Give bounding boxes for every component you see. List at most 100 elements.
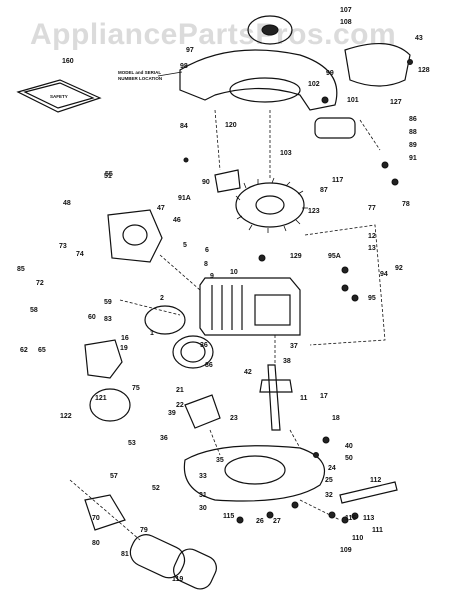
part-number-label: 25 [325, 477, 333, 484]
crankshaft [259, 364, 293, 431]
part-number-label: 53 [128, 440, 136, 447]
part-number-label: 95A [328, 253, 341, 260]
part-number-label: 97 [186, 47, 194, 54]
watermark-text: AppliancePartsPros.com [30, 18, 397, 51]
part-number-label: 109 [340, 547, 352, 554]
part-number-label: 78 [402, 201, 410, 208]
part-number-label: 111 [372, 527, 383, 534]
part-number-label: 129 [290, 253, 302, 260]
part-number-label: 9 [210, 273, 214, 280]
muffler-clamp [84, 494, 126, 531]
part-number-label: 108 [340, 19, 352, 26]
part-number-label: 112 [370, 477, 381, 484]
part-number-label: 22 [176, 402, 184, 409]
part-number-label: 2 [160, 295, 164, 302]
bracket-group [304, 224, 386, 346]
part-number-label: 90 [202, 179, 210, 186]
part-number-label: 74 [76, 251, 84, 258]
air-cleaner [89, 388, 131, 422]
part-number-label: 77 [368, 205, 376, 212]
part-number-label: 42 [244, 369, 252, 376]
fuel-tank [344, 42, 411, 87]
muffler-cylinder [129, 534, 217, 590]
part-number-label: 52 [152, 485, 160, 492]
part-number-label: 128 [418, 67, 430, 74]
part-number-label: 88 [409, 129, 417, 136]
part-number-label: 26 [256, 518, 264, 525]
part-number-label: 91 [409, 155, 417, 162]
part-number-label: 65 [38, 347, 46, 354]
part-number-label: 19 [120, 345, 128, 352]
part-number-label: 6 [205, 247, 209, 254]
muffler [314, 117, 356, 139]
part-number-label: 46 [173, 217, 181, 224]
blower-housing-opening [229, 77, 301, 103]
part-number-label: 87 [320, 187, 328, 194]
part-number-label: 121 [95, 395, 107, 402]
engine-block [199, 277, 301, 336]
part-number-label: 8 [204, 261, 208, 268]
part-number-label: 110 [352, 535, 363, 542]
part-number-label: 83 [104, 316, 112, 323]
flywheel [235, 177, 308, 233]
camshaft [184, 394, 221, 429]
part-number-label: 31 [199, 492, 207, 499]
part-number-label: 73 [59, 243, 67, 250]
note-line-1: MODEL and SERIAL [118, 70, 161, 75]
part-number-label: 10 [230, 269, 238, 276]
carburetor [107, 209, 163, 263]
part-number-label: 86 [205, 362, 213, 369]
part-number-label: 123 [308, 208, 320, 215]
part-number-label: 122 [60, 413, 72, 420]
part-number-label: 33 [199, 473, 207, 480]
part-number-label: 99 [326, 70, 334, 77]
part-number-label: 72 [36, 280, 44, 287]
part-number-label: 79 [140, 527, 148, 534]
part-number-label: 35 [216, 457, 224, 464]
piston [144, 305, 214, 369]
pto-shaft [339, 481, 398, 504]
part-number-label: 36 [200, 342, 208, 349]
part-number-label: 94 [380, 271, 388, 278]
part-number-label: 39 [168, 410, 176, 417]
part-number-label: 55 [105, 171, 113, 178]
part-number-label: 5 [183, 242, 187, 249]
part-number-label: 48 [63, 200, 71, 207]
part-number-label: 91A [178, 195, 191, 202]
part-number-label: 30 [199, 505, 207, 512]
part-number-label: 12 [368, 233, 376, 240]
sump-base [183, 445, 325, 502]
carb-body [84, 339, 123, 379]
part-number-label: 95 [368, 295, 376, 302]
flywheel-screen [247, 15, 293, 45]
part-number-label: 116 [345, 515, 356, 522]
part-number-label: 18 [332, 415, 340, 422]
part-number-label: 70 [92, 515, 100, 522]
part-number-label: 81 [121, 551, 129, 558]
part-number-label: 115 [223, 513, 234, 520]
part-number-label: 80 [92, 540, 100, 547]
part-number-label: 32 [325, 492, 333, 499]
part-number-label: 13 [368, 245, 376, 252]
part-number-label: 21 [176, 387, 184, 394]
part-number-label: 36 [160, 435, 168, 442]
part-number-label: 1 [150, 330, 154, 337]
part-number-label: 57 [110, 473, 118, 480]
part-number-label: 120 [225, 122, 237, 129]
part-number-label: 24 [328, 465, 336, 472]
part-number-label: 62 [20, 347, 28, 354]
part-number-label: 38 [283, 358, 291, 365]
part-number-label: 37 [290, 343, 298, 350]
part-number-label: 117 [332, 177, 343, 184]
part-number-label: 60 [88, 314, 96, 321]
small-hardware [183, 59, 413, 524]
safety-decal: SAFETY [16, 79, 102, 113]
part-number-label: 59 [104, 299, 112, 306]
part-number-label: 75 [132, 385, 140, 392]
part-number-label: 107 [340, 7, 352, 14]
part-number-label: 50 [345, 455, 353, 462]
part-number-label: 11 [300, 395, 308, 402]
part-number-label: 40 [345, 443, 353, 450]
ignition-coil [214, 169, 241, 193]
